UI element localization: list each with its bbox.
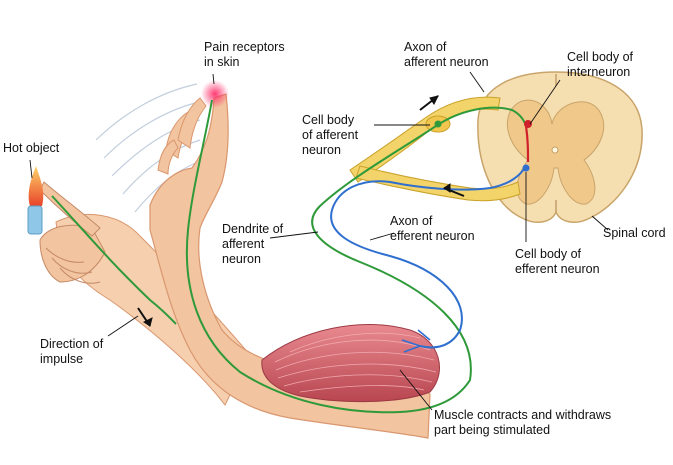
biceps-muscle: [261, 324, 440, 403]
afferent-neuron-path: [51, 99, 527, 414]
efferent-neuron-path: [330, 165, 527, 349]
leader-lines: [29, 71, 609, 411]
label-spinal-cord: Spinal cord: [603, 226, 666, 240]
label-pain-receptors: Pain receptors in skin: [204, 40, 285, 69]
label-cell-body-efferent: Cell body of efferent neuron: [515, 247, 600, 276]
label-axon-efferent: Axon of efferent neuron: [390, 214, 475, 243]
efferent-cell-body: [522, 164, 530, 172]
label-axon-afferent: Axon of afferent neuron: [404, 40, 489, 69]
interneuron: [524, 120, 532, 163]
hot-object-candle: [27, 166, 44, 235]
label-dendrite-afferent: Dendrite of afferent neuron: [222, 222, 284, 266]
spinal-cord: [477, 71, 643, 224]
label-hot-object: Hot object: [3, 141, 60, 155]
arrow-icons: [137, 95, 465, 327]
afferent-cell-body: [434, 120, 442, 128]
efferent-terminals: [401, 329, 431, 353]
label-cell-body-afferent: Cell body of afferent neuron: [302, 113, 359, 157]
label-direction-impulse: Direction of impulse: [40, 337, 104, 366]
pain-receptor-glow: [201, 80, 229, 108]
label-muscle-contracts: Muscle contracts and withdraws part bein…: [434, 408, 612, 437]
label-cell-body-interneuron: Cell body of interneuron: [567, 50, 634, 79]
